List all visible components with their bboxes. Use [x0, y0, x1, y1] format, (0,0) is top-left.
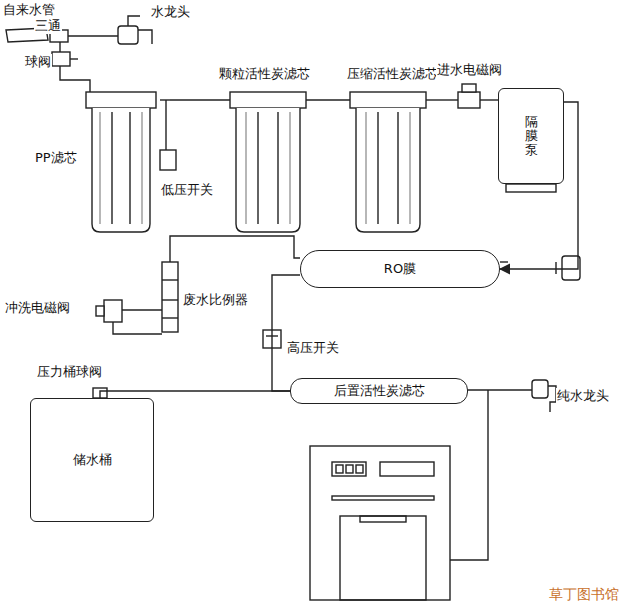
watermark: 草丁图书馆 — [548, 586, 620, 603]
part-label: 进水电磁阀 — [436, 62, 503, 78]
part-label: PP滤芯 — [34, 150, 78, 166]
part-label: 低压开关 — [160, 182, 214, 198]
part-label: 压缩活性炭滤芯 — [346, 66, 439, 82]
storage-tank: 储水桶 — [30, 398, 154, 522]
pipe-connector — [272, 275, 300, 391]
part-label: 三通 — [34, 18, 62, 34]
post-filter: 后置活性炭滤芯 — [290, 378, 468, 404]
part-label: 颗粒活性炭滤芯 — [218, 66, 311, 82]
node-text: 后置活性炭滤芯 — [334, 383, 425, 399]
node-text: RO膜 — [384, 261, 416, 277]
node-text: 隔膜泵 — [525, 115, 538, 158]
node-text: 储水桶 — [73, 452, 112, 468]
part-label: 自来水管 — [2, 2, 56, 18]
ro-membrane: RO膜 — [300, 250, 500, 288]
pipe-connector — [100, 391, 290, 398]
part-label: 水龙头 — [150, 4, 191, 20]
part-label: 球阀 — [24, 54, 52, 70]
part-label: 冲洗电磁阀 — [4, 300, 71, 316]
part-label: 高压开关 — [286, 340, 340, 356]
pump-box: 隔膜泵 — [498, 88, 564, 184]
part-label: 废水比例器 — [182, 292, 249, 308]
part-label: 纯水龙头 — [556, 388, 610, 404]
part-label: 压力桶球阀 — [36, 364, 103, 380]
